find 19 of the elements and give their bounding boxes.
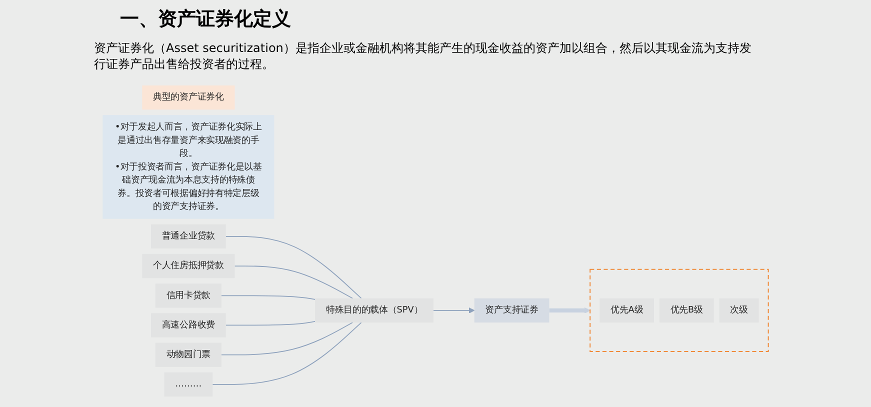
node-box: 普通企业贷款 [151,224,226,248]
node-box: 特殊目的的载体（SPV） [315,298,434,323]
node-box: 资产支持证券 [474,298,550,323]
node-box: 高速公路收费 [151,313,226,338]
arrow [433,307,475,314]
arrow [549,307,590,314]
description-text: 资产证券化（Asset securitization）是指企业或金融机构将其能产生的现金收益的资产加以组合，然后以其现金流为支持发行证券产品出售给投资者的过程。 [94,40,752,72]
node-box: 动物园门票 [155,342,222,367]
connector [212,322,362,385]
node-box: 信用卡贷款 [155,284,222,308]
connector [225,236,362,299]
node-box: ……… [164,372,213,397]
connector [221,295,316,300]
cluster [590,268,769,352]
connector [225,321,316,326]
connector [234,266,354,299]
node-box: 个人住房抵押贷款 [142,254,235,278]
title: 一、资产证券化定义 [120,7,291,32]
connector [221,322,354,356]
